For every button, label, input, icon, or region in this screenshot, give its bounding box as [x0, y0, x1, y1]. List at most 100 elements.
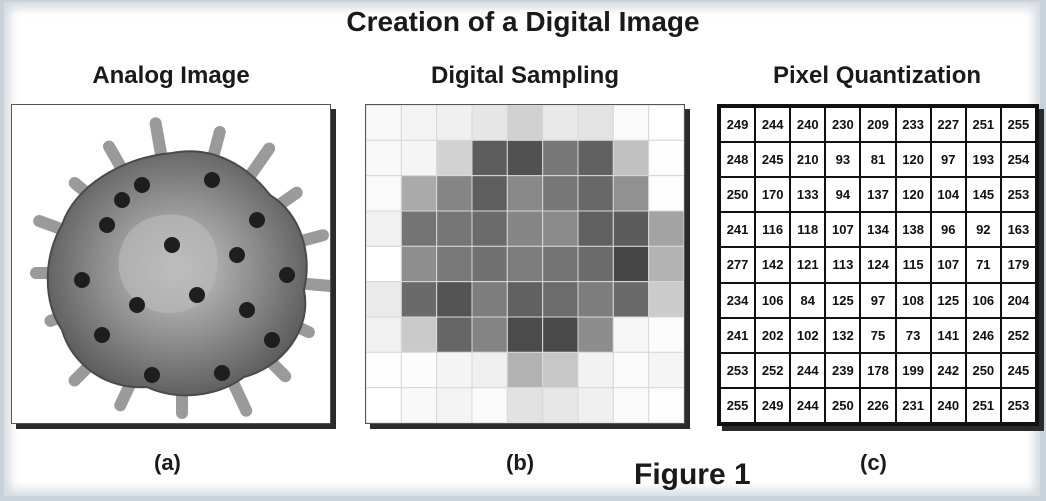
sample-cell — [436, 105, 473, 141]
sample-cell — [648, 210, 684, 247]
pixel-value-cell: 102 — [789, 316, 827, 354]
sample-cell — [366, 139, 402, 177]
pixel-value-cell: 193 — [964, 141, 1002, 179]
pixel-value-cell: 253 — [999, 386, 1038, 425]
sample-cell — [400, 105, 438, 141]
sample-cell — [366, 210, 402, 247]
pixel-value-cell: 125 — [824, 281, 862, 319]
pixel-value-cell: 106 — [964, 281, 1002, 319]
pixel-value-cell: 133 — [789, 176, 827, 214]
organism-spot — [249, 212, 265, 228]
sample-cell — [648, 245, 684, 283]
pixel-value-cell: 204 — [999, 281, 1038, 319]
caption-c: (c) — [860, 450, 887, 475]
pixel-value-cell: 120 — [894, 141, 932, 179]
sample-cell — [366, 316, 402, 353]
organism-spot — [279, 267, 295, 283]
sample-cell — [542, 351, 579, 389]
sample-cell — [471, 245, 508, 283]
pixel-value-cell: 199 — [894, 351, 932, 389]
sample-cell — [400, 245, 438, 283]
pixel-value-cell: 145 — [964, 176, 1002, 214]
organism-spot — [189, 287, 205, 303]
organism-spot — [204, 172, 220, 188]
sample-cell — [471, 281, 508, 318]
pixel-value-cell: 252 — [754, 351, 792, 389]
sample-cell — [542, 105, 579, 141]
pixel-value-cell: 137 — [859, 176, 897, 214]
sample-cell — [471, 175, 508, 212]
organism-spot — [74, 272, 90, 288]
sample-cell — [506, 175, 544, 212]
pixel-value-cell: 244 — [754, 105, 792, 144]
sample-cell — [400, 210, 438, 247]
sampling-grid — [366, 105, 684, 423]
pixel-value-cell: 116 — [754, 211, 792, 249]
sample-cell — [366, 281, 402, 318]
pixel-value-cell: 94 — [824, 176, 862, 214]
pixel-value-cell: 255 — [999, 105, 1038, 144]
sample-cell — [400, 139, 438, 177]
figure-title: Creation of a Digital Image — [346, 6, 700, 37]
sample-cell — [542, 281, 579, 318]
sample-cell — [577, 316, 614, 353]
sample-cell — [577, 175, 614, 212]
pixel-value-cell: 251 — [964, 105, 1002, 144]
sample-cell — [436, 139, 473, 177]
pixel-value-cell: 118 — [789, 211, 827, 249]
pixel-value-cell: 241 — [718, 211, 757, 249]
sample-cell — [506, 351, 544, 389]
sample-cell — [542, 245, 579, 283]
organism-spot — [99, 217, 115, 233]
sample-cell — [366, 387, 402, 423]
pixel-value-cell: 230 — [824, 105, 862, 144]
pixel-value-cell: 240 — [929, 386, 967, 425]
organism-spot — [264, 332, 280, 348]
sample-cell — [612, 351, 650, 389]
pixel-value-cell: 227 — [929, 105, 967, 144]
pixel-value-cell: 252 — [999, 316, 1038, 354]
pixel-value-cell: 226 — [859, 386, 897, 425]
sample-cell — [577, 210, 614, 247]
pixel-value-cell: 124 — [859, 246, 897, 284]
pixel-value-cell: 251 — [964, 386, 1002, 425]
sample-cell — [506, 105, 544, 141]
pixel-value-cell: 249 — [718, 105, 757, 144]
sample-cell — [577, 351, 614, 389]
sample-cell — [506, 281, 544, 318]
sample-cell — [471, 139, 508, 177]
organism-spot — [129, 297, 145, 313]
pixel-value-cell: 134 — [859, 211, 897, 249]
pixel-value-cell: 231 — [894, 386, 932, 425]
sample-cell — [648, 281, 684, 318]
sample-cell — [612, 245, 650, 283]
sample-cell — [612, 175, 650, 212]
sample-cell — [436, 175, 473, 212]
pixel-value-cell: 239 — [824, 351, 862, 389]
sample-cell — [612, 139, 650, 177]
sample-cell — [471, 387, 508, 423]
pixel-value-cell: 108 — [894, 281, 932, 319]
pixel-value-cell: 142 — [754, 246, 792, 284]
caption-a: (a) — [154, 450, 181, 475]
pixel-value-cell: 141 — [929, 316, 967, 354]
sample-cell — [577, 387, 614, 423]
pixel-value-cell: 250 — [824, 386, 862, 425]
sample-cell — [436, 281, 473, 318]
pixel-value-cell: 75 — [859, 316, 897, 354]
pixel-value-cell: 107 — [824, 211, 862, 249]
sample-cell — [648, 105, 684, 141]
pixel-value-cell: 209 — [859, 105, 897, 144]
sample-cell — [366, 245, 402, 283]
sample-cell — [542, 210, 579, 247]
pixel-value-cell: 163 — [999, 211, 1038, 249]
pixel-value-cell: 115 — [894, 246, 932, 284]
pixel-value-cell: 210 — [789, 141, 827, 179]
pixel-value-cell: 248 — [718, 141, 757, 179]
sample-cell — [612, 281, 650, 318]
pixel-value-cell: 254 — [999, 141, 1038, 179]
